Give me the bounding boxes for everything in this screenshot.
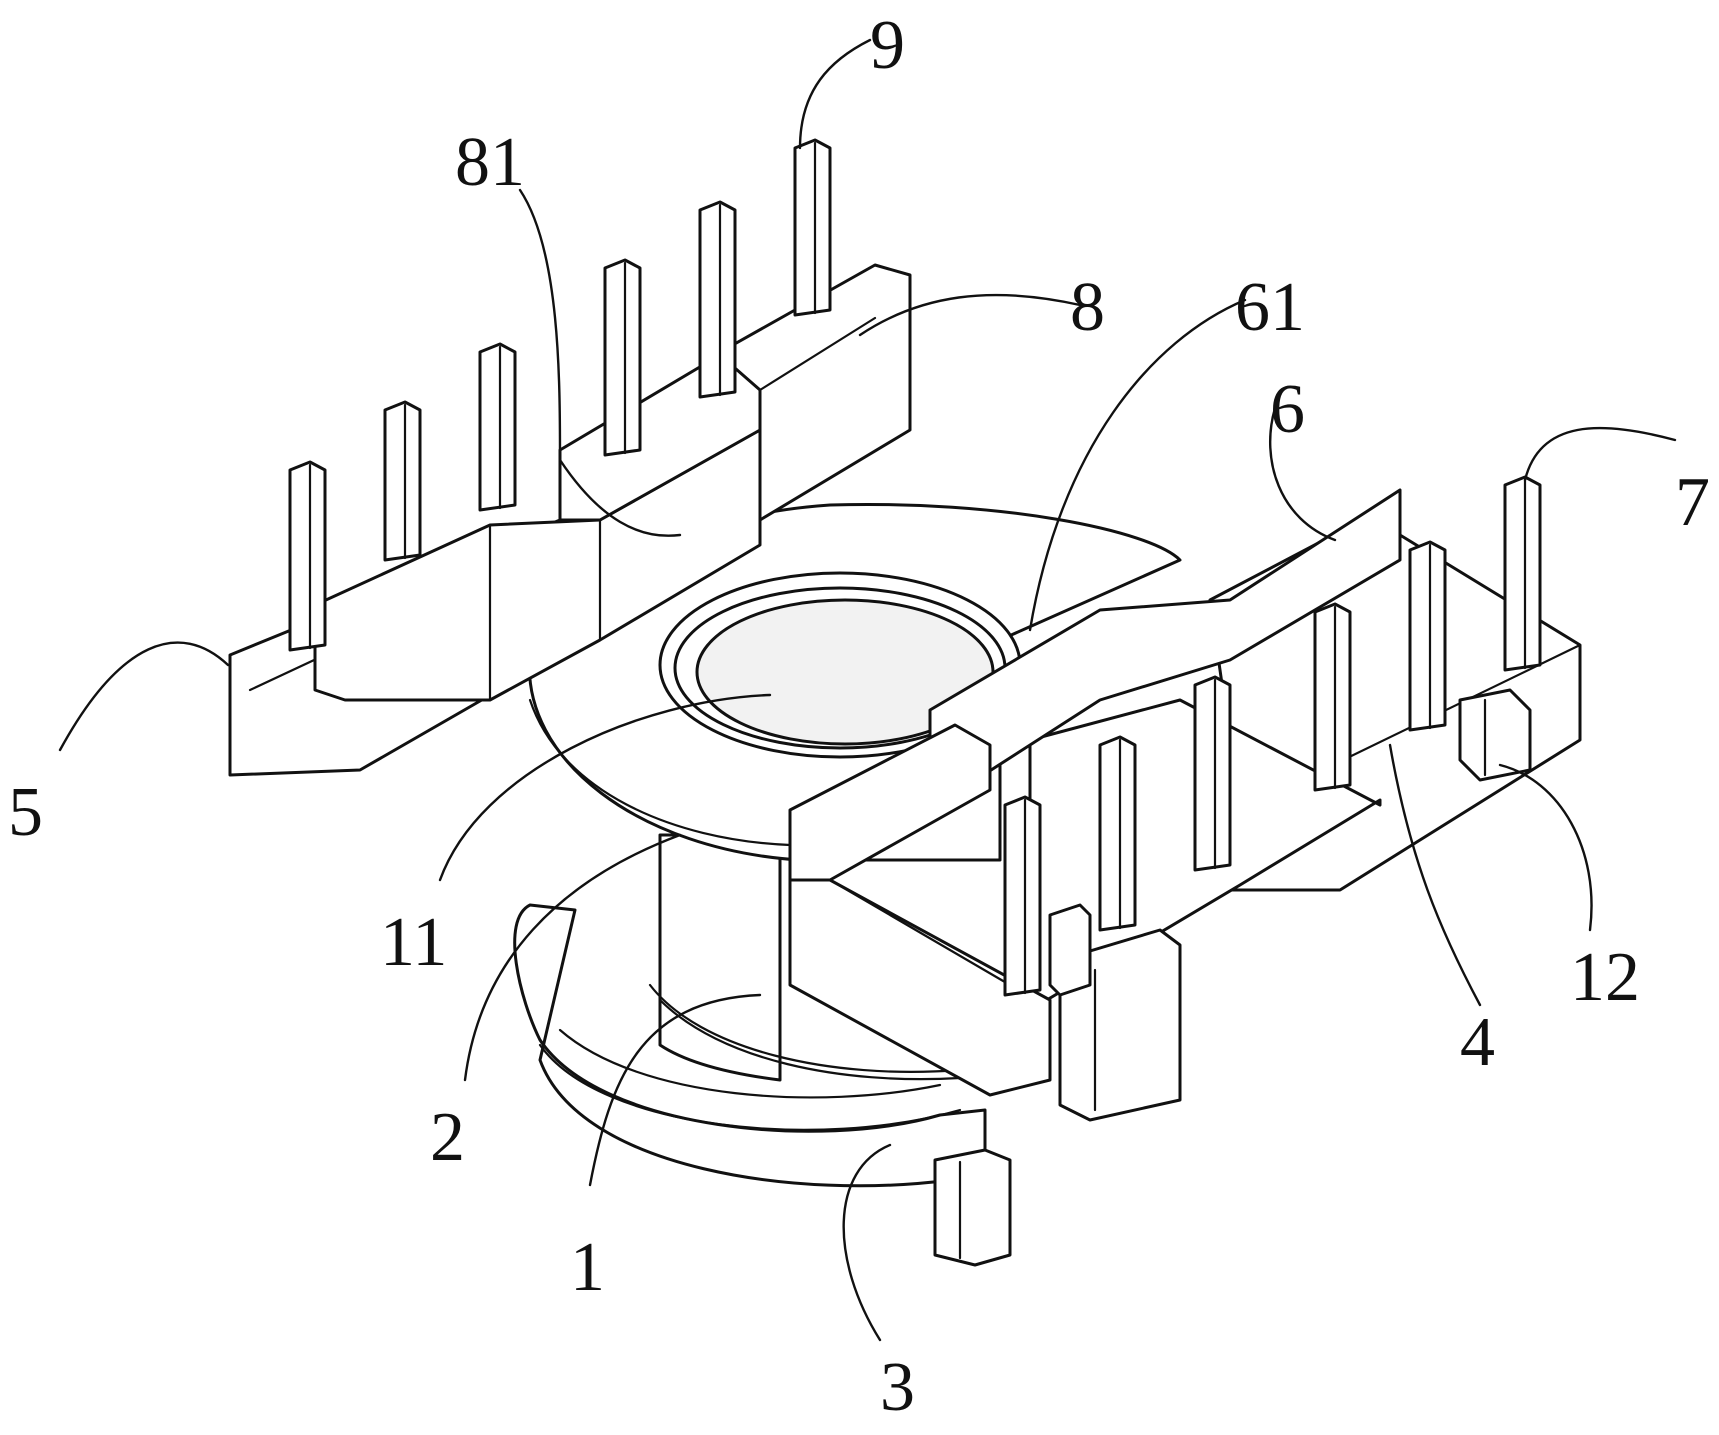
pin [1193,675,1232,872]
left-terminal-rail [228,263,912,777]
callout-2: 2 [430,1099,465,1176]
pin [1408,540,1447,732]
callout-5: 5 [8,774,43,851]
callout-81: 81 [455,124,525,201]
callout-12: 12 [1570,939,1640,1016]
leader-61 [1028,298,1247,632]
pin [1003,795,1042,997]
callout-1: 1 [570,1229,605,1306]
lower-flange [513,903,1012,1267]
leader-9 [798,38,872,150]
leader-6 [1268,406,1337,542]
leader-3 [842,1143,892,1342]
leader-11 [438,693,772,882]
callout-7: 7 [1675,464,1710,541]
callout-61: 61 [1235,269,1305,346]
leader-4 [1388,743,1482,1007]
leader-81 [518,188,682,537]
pin [478,342,517,512]
pin [1503,475,1542,672]
pin [1098,735,1137,932]
callout-6: 6 [1270,371,1305,448]
leader-8 [858,293,1082,337]
callout-9: 9 [870,7,905,84]
leader-2 [463,833,682,1082]
pin [288,460,327,652]
leader-7 [1523,426,1677,482]
callout-4: 4 [1460,1004,1495,1081]
leader-5 [58,641,230,752]
pin [1313,602,1352,792]
leader-lines [58,38,1677,1342]
callout-labels: 5 81 9 8 61 6 7 11 2 1 3 4 12 [8,7,1710,1426]
winding-barrel [648,833,962,1082]
pin [383,400,422,562]
callout-3: 3 [880,1349,915,1426]
pin [698,200,737,399]
leader-12 [1498,763,1593,932]
leader-1 [588,993,762,1187]
pin [603,258,642,457]
callout-8: 8 [1070,269,1105,346]
pin [793,138,832,317]
terminal-pins [288,138,1542,997]
callout-11: 11 [380,904,447,981]
